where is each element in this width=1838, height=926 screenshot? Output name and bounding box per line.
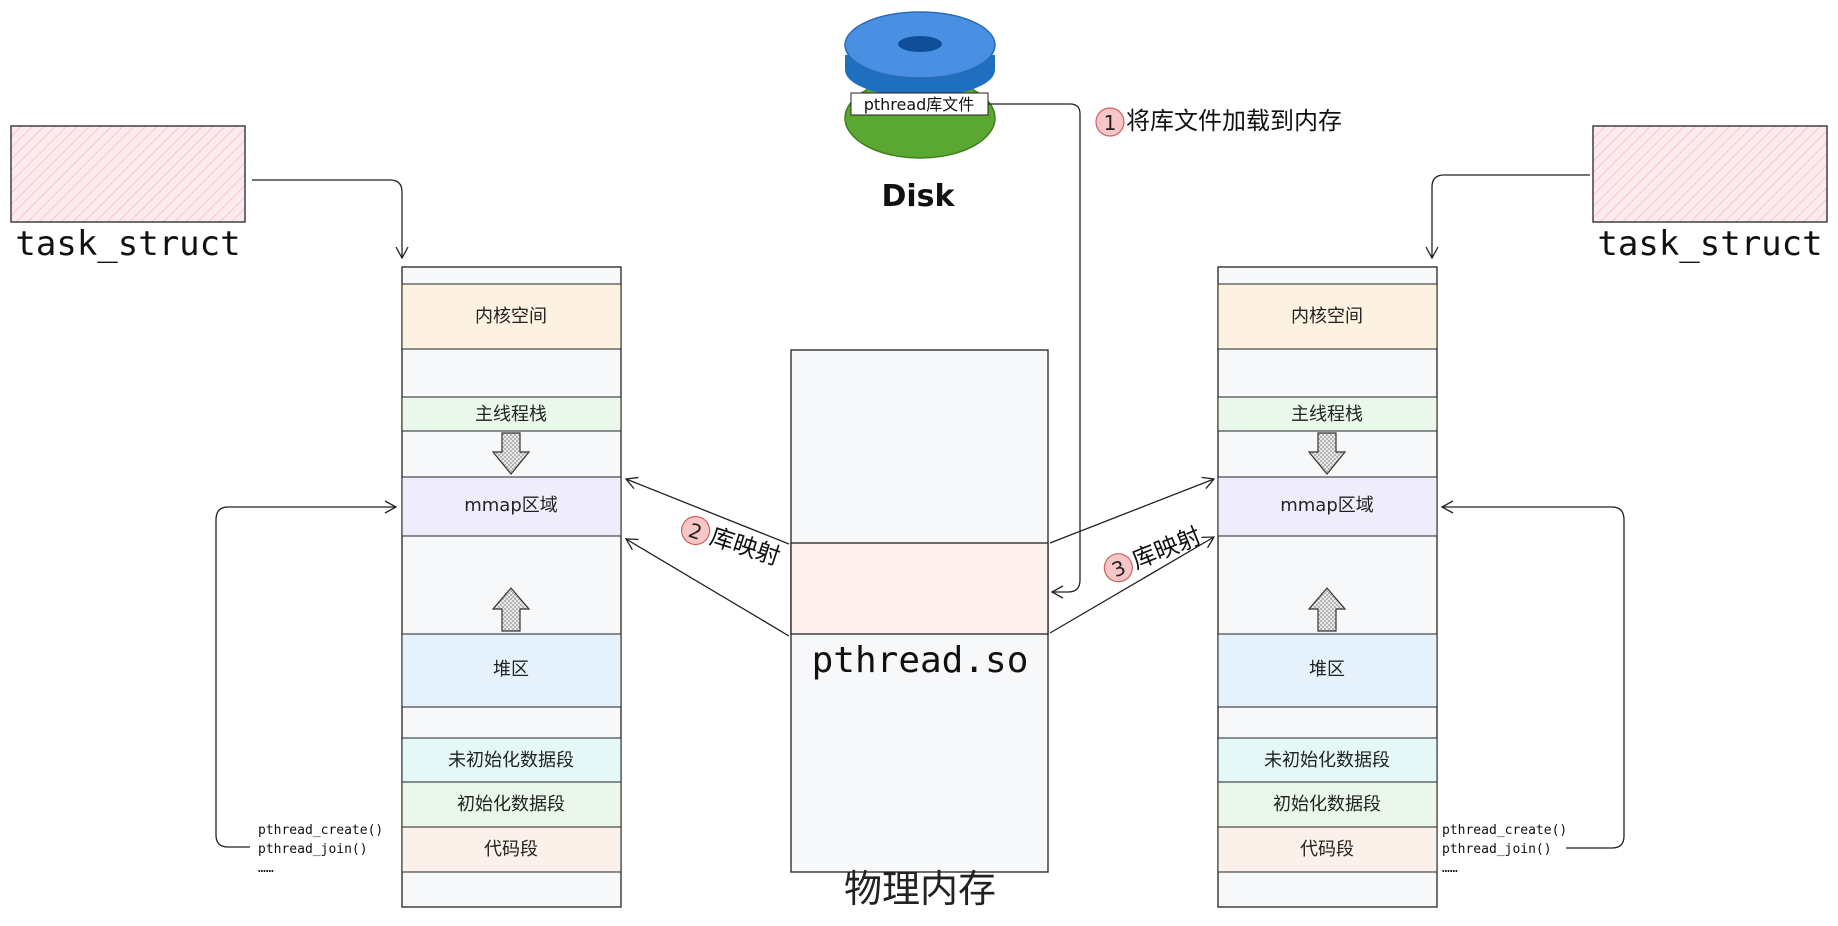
right-bss-label: 未初始化数据段 [1264,750,1390,771]
left-call-arrow [215,500,398,848]
load-arrow [988,103,1081,599]
left-task-struct-label: task_struct [15,224,240,264]
right-kernel-label: 内核空间 [1291,306,1363,327]
step2-label-group: 2 库映射 [681,515,784,571]
left-heap-label: 堆区 [493,659,529,680]
right-call-create: pthread_create() [1442,823,1567,838]
right-mmap-label: mmap区域 [1280,495,1374,516]
right-text-label: 代码段 [1300,839,1354,860]
step2-circle [681,515,711,546]
left-heap-up-arrow-icon [491,587,531,632]
left-call-create: pthread_create() [258,823,383,838]
right-task-struct-label: task_struct [1597,224,1822,264]
left-bss-label: 未初始化数据段 [448,750,574,771]
right-map-arrow-top [1049,476,1216,544]
left-call-join: pthread_join() [258,842,368,857]
left-task-struct-box [10,125,246,223]
right-heap-label: 堆区 [1309,659,1345,680]
right-task-arrow [1425,174,1590,260]
step3-circle [1103,553,1133,583]
right-heap-up-arrow-icon [1307,587,1347,632]
left-kernel-label: 内核空间 [475,306,547,327]
right-call-join: pthread_join() [1442,842,1552,857]
step3-text: 库映射 [1128,522,1205,575]
right-mmap-segment [1217,476,1438,537]
right-map-arrow-bottom [1049,536,1216,634]
left-main-stack-segment [401,396,622,432]
right-stack-down-arrow-icon [1307,432,1347,475]
pthread-so-label: pthread.so [812,640,1029,681]
right-call-arrow [1440,500,1625,849]
disk-label: Disk [882,179,956,214]
left-data-segment [401,781,622,828]
disk-icon [844,11,996,159]
right-heap-segment [1217,633,1438,708]
right-address-space: 内核空间 主线程栈 mmap区域 堆区 未初始化数据段 初始化数据段 代码段 [1217,266,1438,908]
right-bss-segment [1217,737,1438,783]
left-kernel-segment [401,283,622,350]
left-address-space: 内核空间 主线程栈 mmap区域 堆区 未初始化数据段 初始化数据段 代码段 [401,266,622,908]
right-text-segment [1217,826,1438,873]
left-task-arrow [252,179,409,260]
physical-memory-title: 物理内存 [844,867,996,911]
right-data-segment [1217,781,1438,828]
left-call-more: …… [258,861,274,876]
left-map-arrow-bottom [624,538,790,637]
step1-text: 将库文件加载到内存 [1126,107,1342,135]
right-kernel-segment [1217,283,1438,350]
left-main-stack-label: 主线程栈 [475,404,547,425]
left-bss-segment [401,737,622,783]
pthread-lib-file-label: pthread库文件 [864,95,975,114]
right-main-stack-segment [1217,396,1438,432]
left-data-label: 初始化数据段 [457,794,565,815]
pthread-so-segment [790,542,1049,635]
step1-number: 1 [1104,111,1117,135]
step3-label-group: 3 库映射 [1103,522,1205,583]
left-stack-down-arrow-icon [491,432,531,475]
right-main-stack-label: 主线程栈 [1291,404,1363,425]
right-call-more: …… [1442,861,1458,876]
right-task-struct-box [1592,125,1828,223]
right-data-label: 初始化数据段 [1273,794,1381,815]
left-text-segment [401,826,622,873]
step1-circle [1095,107,1125,137]
left-mmap-segment [401,476,622,537]
left-mmap-label: mmap区域 [464,495,558,516]
left-map-arrow-top [624,476,790,545]
left-text-label: 代码段 [484,839,538,860]
step2-text: 库映射 [707,522,784,571]
left-heap-segment [401,633,622,708]
